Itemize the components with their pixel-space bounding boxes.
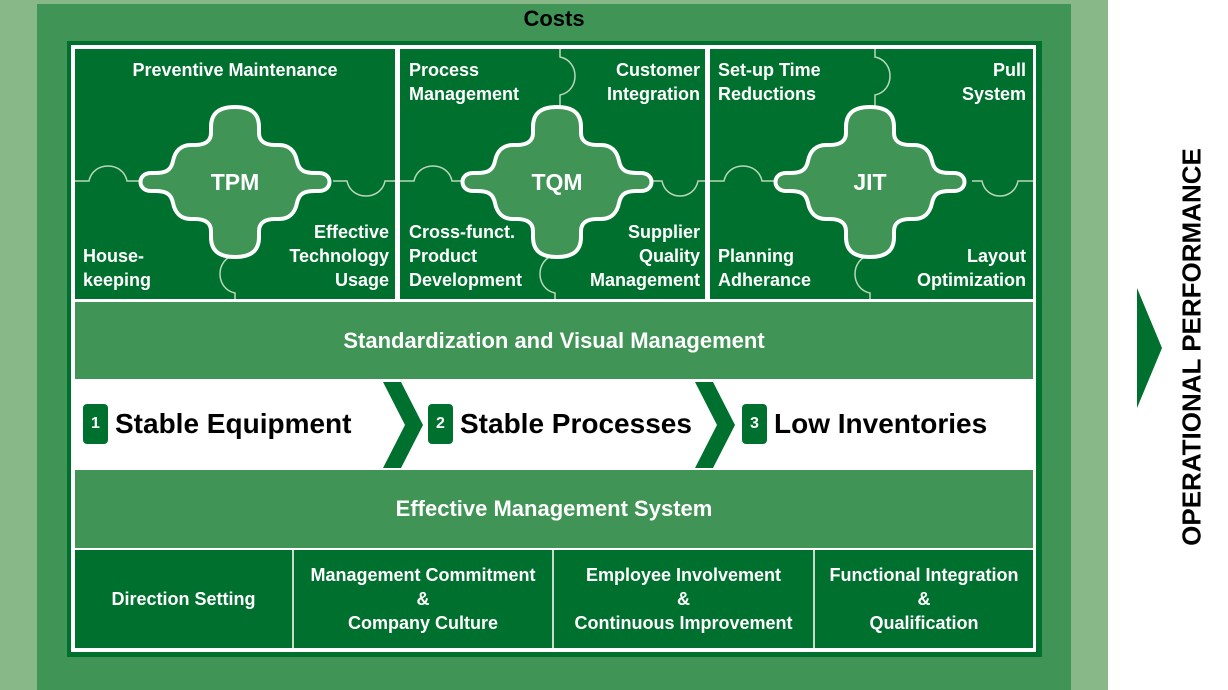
text-line: Process bbox=[409, 60, 480, 80]
pillar-item-effective-technology-usage: Effective Technology Usage bbox=[289, 220, 389, 292]
step-stable-equipment: 1 Stable Equipment bbox=[83, 402, 351, 446]
text-line: Set-up Time bbox=[718, 60, 821, 80]
text-line: Product bbox=[409, 246, 478, 266]
text-line: Usage bbox=[334, 270, 389, 290]
text-line: System bbox=[961, 84, 1026, 104]
pillar-item-process-management: Process Management bbox=[409, 58, 519, 106]
pillar-item-pull-system: Pull System bbox=[962, 58, 1026, 106]
standardization-band: Standardization and Visual Management bbox=[75, 302, 1033, 379]
text-line: Optimization bbox=[917, 270, 1026, 290]
text-line: House- bbox=[83, 246, 145, 266]
step-low-inventories: 3 Low Inventories bbox=[742, 402, 987, 446]
text-line: Planning bbox=[718, 246, 794, 266]
foundation-functional-integration: Functional Integration & Qualification bbox=[815, 550, 1033, 648]
hub-label-tqm: TQM bbox=[531, 169, 583, 195]
text-line: Reductions bbox=[718, 84, 817, 104]
text-line: Management bbox=[589, 270, 700, 290]
pillar-item-setup-time-reductions: Set-up Time Reductions bbox=[718, 58, 821, 106]
text-line: Quality bbox=[638, 246, 700, 266]
step-label: Stable Processes bbox=[460, 408, 692, 439]
step-number-badge: 3 bbox=[742, 404, 767, 444]
text-line: Layout bbox=[966, 246, 1026, 266]
triangle-right-icon bbox=[1137, 288, 1162, 408]
chevron-right-icon bbox=[695, 382, 735, 468]
text-line: keeping bbox=[83, 270, 152, 290]
step-number-badge: 2 bbox=[428, 404, 453, 444]
text-line: Effective bbox=[313, 222, 389, 242]
text-line: Pull bbox=[992, 60, 1026, 80]
hub-shape bbox=[460, 104, 654, 260]
text-line: Supplier bbox=[627, 222, 700, 242]
pillar-item-preventive-maintenance: Preventive Maintenance bbox=[132, 60, 338, 80]
hub-label-jit: JIT bbox=[853, 169, 887, 195]
text-line: Customer bbox=[615, 60, 700, 80]
text-line: Adherance bbox=[718, 270, 812, 290]
hub-label-tpm: TPM bbox=[210, 169, 260, 195]
foundation-direction-setting: Direction Setting bbox=[75, 550, 292, 648]
costs-label: Costs bbox=[523, 6, 585, 31]
management-system-band: Effective Management System bbox=[75, 470, 1033, 548]
pillar-item-cross-functional-product-development: Cross-funct. Product Development bbox=[409, 220, 522, 292]
text-line: Management bbox=[409, 84, 520, 104]
step-label: Stable Equipment bbox=[115, 408, 352, 439]
step-stable-processes: 2 Stable Processes bbox=[428, 402, 692, 446]
text-line: Integration bbox=[607, 84, 700, 104]
hub-shape bbox=[138, 104, 332, 260]
operational-performance-label: OPERATIONAL PERFORMANCE bbox=[1176, 148, 1207, 546]
pillar-item-planning-adherance: Planning Adherance bbox=[718, 244, 811, 292]
pillar-item-housekeeping: House- keeping bbox=[83, 244, 151, 292]
text-line: Development bbox=[409, 270, 523, 290]
pillar-item-customer-integration: Customer Integration bbox=[607, 58, 700, 106]
hub-shape bbox=[773, 104, 967, 260]
step-number-badge: 1 bbox=[83, 404, 108, 444]
puzzle-lines bbox=[710, 49, 1033, 299]
puzzle-lines bbox=[75, 104, 395, 299]
stability-steps: 1 Stable Equipment 2 Stable Processes 3 … bbox=[75, 382, 1033, 468]
text-line: Cross-funct. bbox=[409, 222, 516, 242]
puzzle-lines bbox=[400, 49, 705, 299]
foundation-row: Direction Setting Management Commitment … bbox=[75, 550, 1033, 648]
step-label: Low Inventories bbox=[774, 408, 988, 439]
foundation-employee-involvement: Employee Involvement & Continuous Improv… bbox=[554, 550, 813, 648]
pillar-tqm: TQM Process Management Customer Integrat… bbox=[400, 49, 705, 299]
pillar-item-supplier-quality-management: Supplier Quality Management bbox=[590, 220, 700, 292]
text-line: Technology bbox=[289, 246, 389, 266]
pillar-tpm: TPM Preventive Maintenance House- keepin… bbox=[75, 49, 395, 299]
pillar-item-layout-optimization: Layout Optimization bbox=[917, 244, 1026, 292]
chevron-right-icon bbox=[383, 382, 423, 468]
foundation-management-commitment: Management Commitment & Company Culture bbox=[294, 550, 552, 648]
pillar-jit: JIT Set-up Time Reductions Pull System P… bbox=[710, 49, 1033, 299]
